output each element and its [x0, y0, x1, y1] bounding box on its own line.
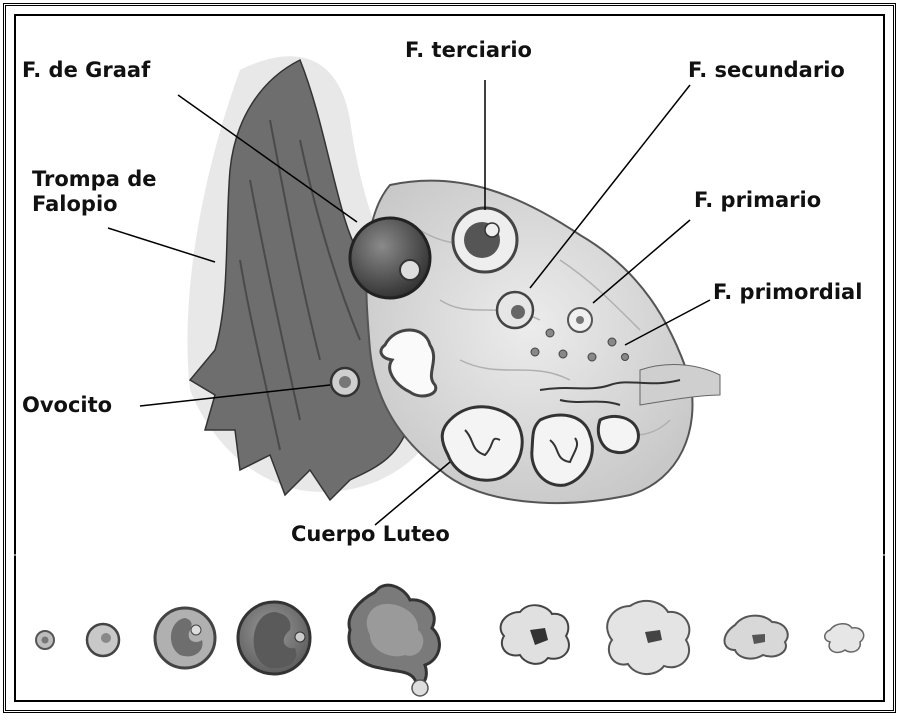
label-corpus-luteum: Cuerpo Luteo [291, 522, 450, 547]
label-secondary-follicle: F. secundario [688, 58, 845, 83]
label-primordial-follicle: F. primordial [713, 280, 862, 305]
graafian-follicle [350, 218, 430, 298]
ovarian-ligament [640, 365, 720, 405]
secondary-oocyte [511, 305, 525, 319]
tertiary-oocyte [485, 223, 499, 237]
primary-oocyte [576, 316, 584, 324]
label-fallopian-tube: Trompa de Falopio [32, 167, 192, 217]
label-ovocyte: Ovocito [22, 393, 112, 418]
graafian-oocyte [400, 260, 420, 280]
label-primary-follicle: F. primario [694, 188, 821, 213]
development-sequence [36, 585, 864, 696]
ovocyte-nucleus [339, 376, 351, 388]
label-fallopian-tube-line1: Trompa de [32, 167, 192, 192]
label-graaf-follicle: F. de Graaf [22, 58, 150, 83]
label-tertiary-follicle: F. terciario [405, 38, 532, 63]
label-fallopian-tube-line2: Falopio [32, 192, 192, 217]
